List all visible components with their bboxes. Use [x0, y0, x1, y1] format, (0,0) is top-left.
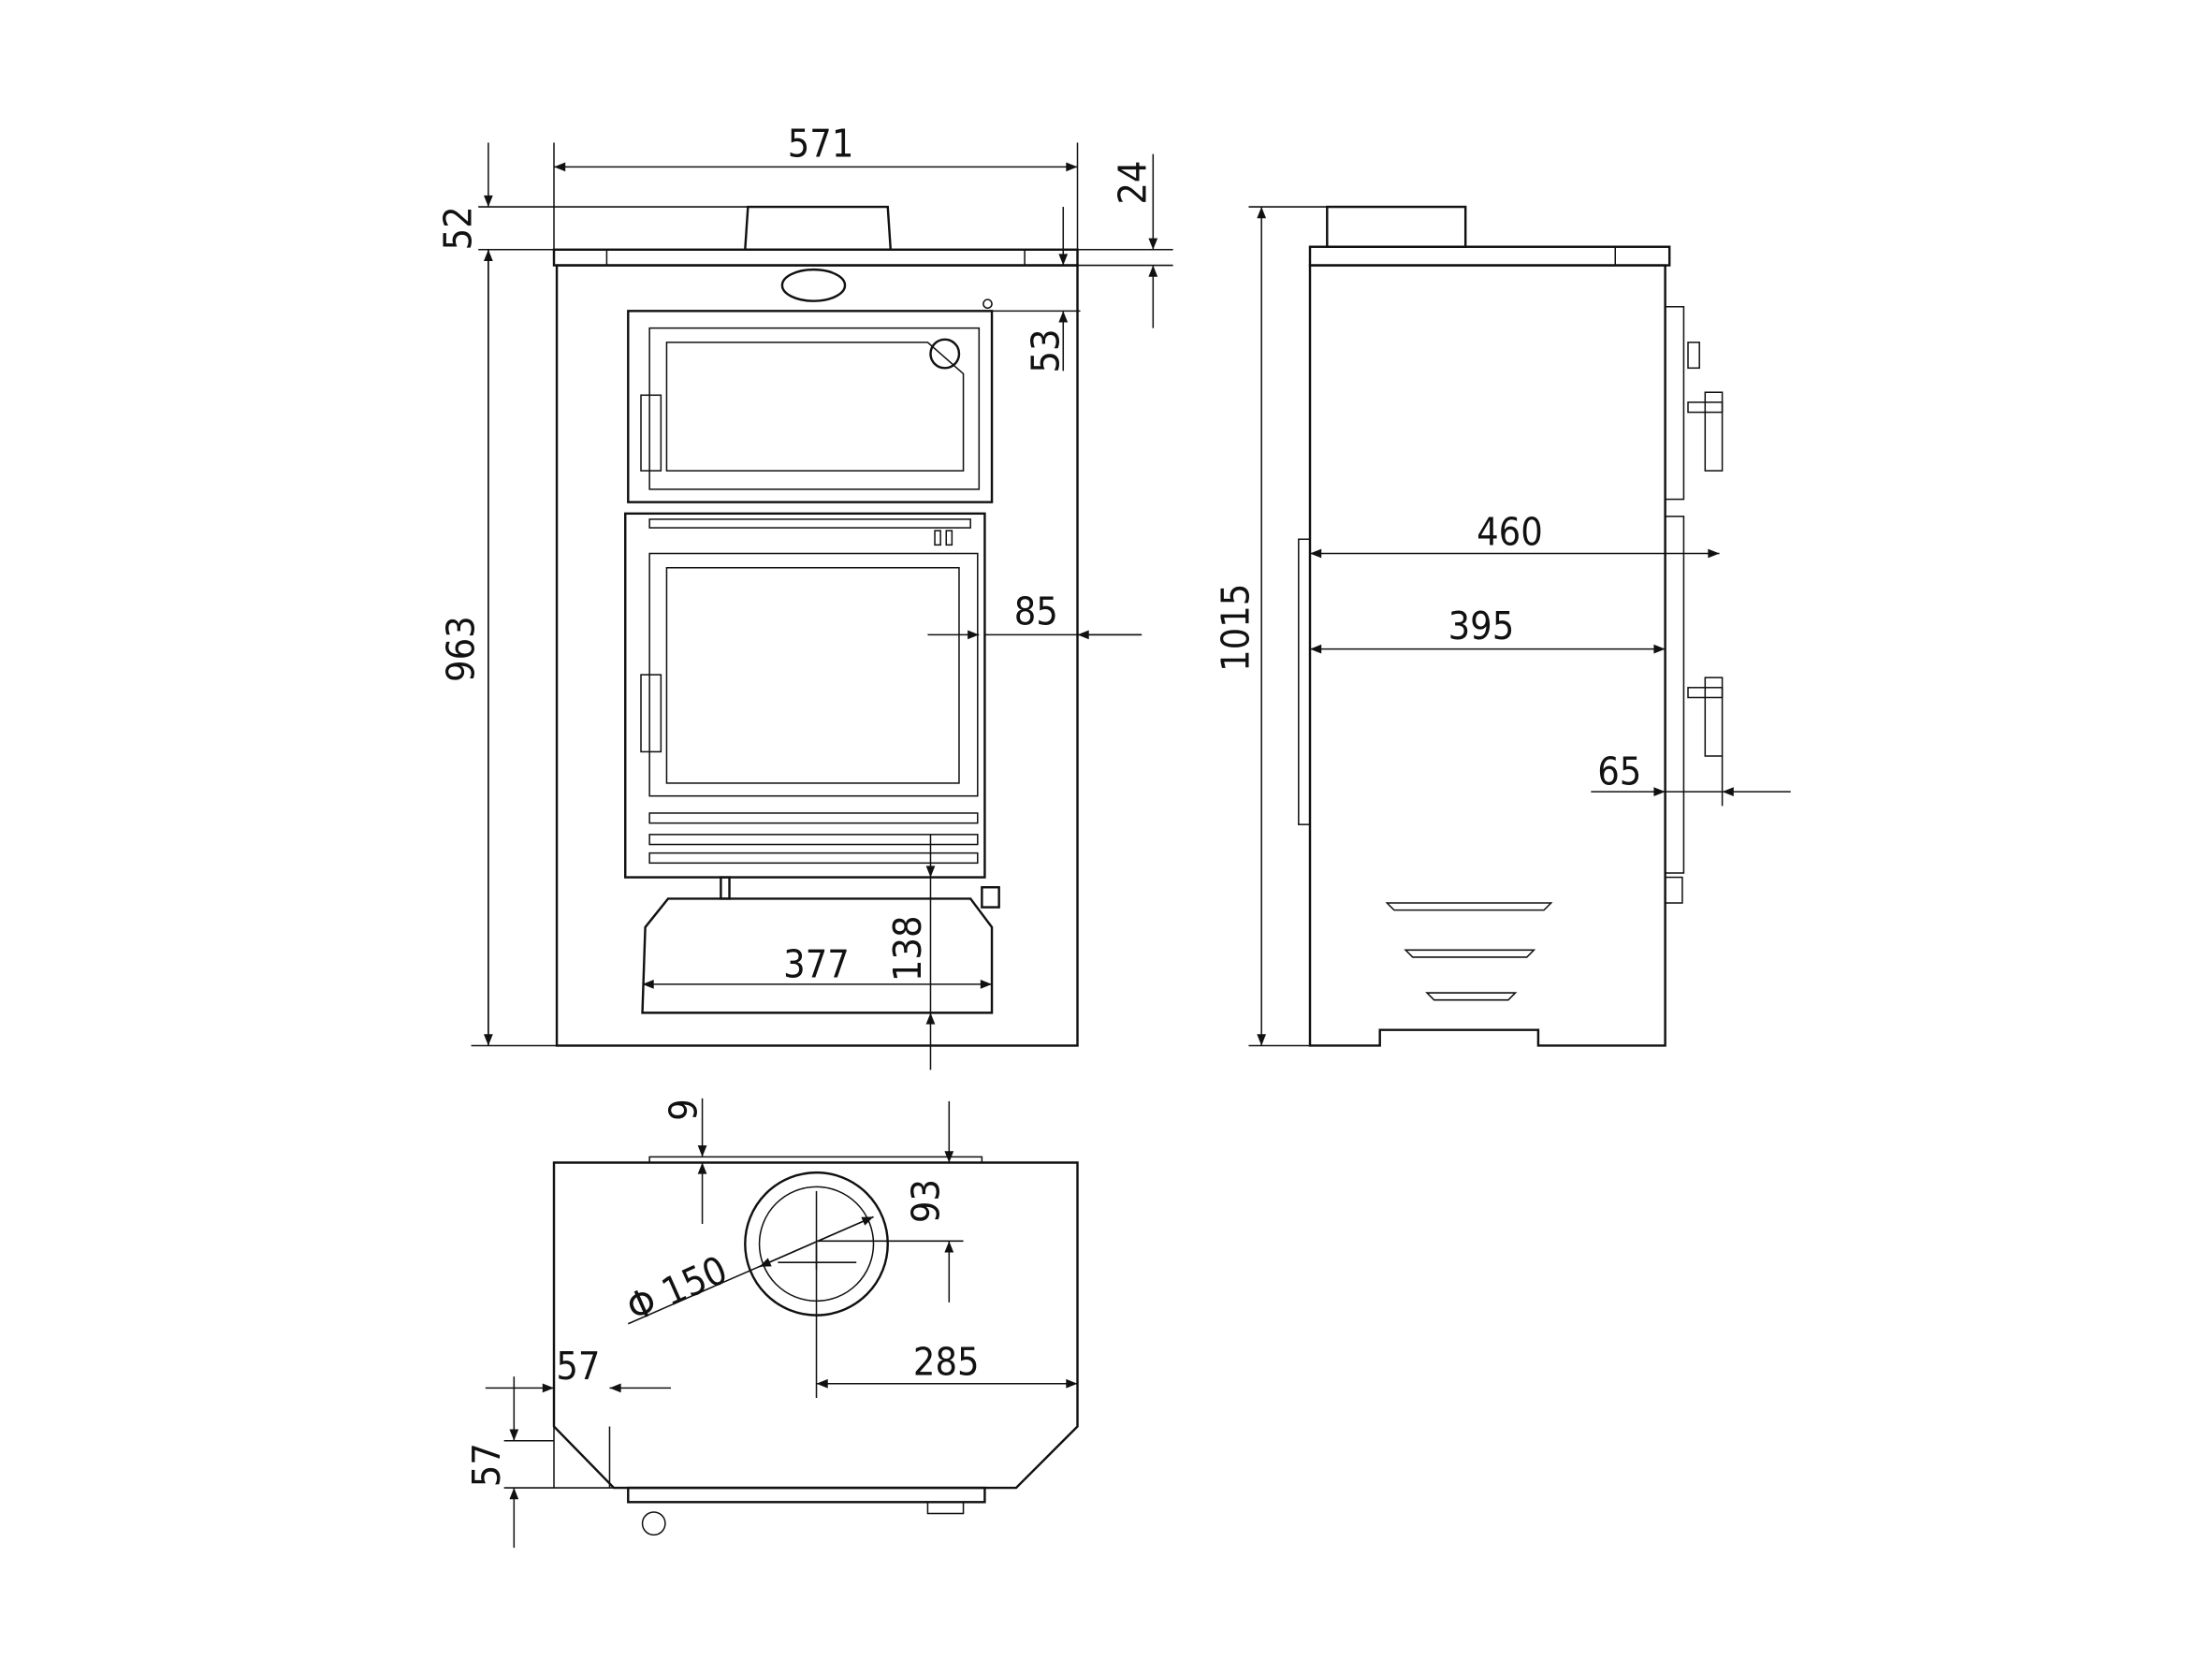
dim-9: 9 [661, 1099, 706, 1121]
dim-flue-diameter: Φ 150 [620, 1247, 734, 1331]
firebox-door [624, 512, 986, 879]
thermometer-icon [929, 338, 961, 370]
ash-pan [641, 897, 994, 1014]
damper-knob [780, 268, 847, 302]
dim-52: 52 [436, 206, 481, 250]
dim-571: 571 [788, 122, 854, 167]
dim-24: 24 [1111, 161, 1156, 205]
dim-395: 395 [1448, 604, 1515, 648]
dim-93: 93 [904, 1179, 949, 1223]
dim-57-horizontal: 57 [556, 1344, 600, 1389]
side-view: 1015 460 395 65 [1213, 205, 1791, 1047]
front-view: 571 52 963 24 53 85 377 138 [436, 122, 1173, 1070]
dim-377: 377 [783, 941, 850, 986]
dim-53: 53 [1024, 328, 1069, 372]
dim-963: 963 [439, 616, 484, 682]
oven-door [627, 298, 994, 503]
top-view: 9 93 Φ 150 285 57 57 [464, 1098, 1079, 1549]
dim-285: 285 [913, 1340, 980, 1385]
dim-138: 138 [885, 915, 930, 982]
dim-85: 85 [1014, 589, 1058, 634]
dim-57-vertical: 57 [464, 1443, 509, 1487]
dim-460: 460 [1477, 509, 1543, 554]
dim-1015: 1015 [1213, 584, 1258, 672]
dim-65: 65 [1597, 749, 1641, 793]
